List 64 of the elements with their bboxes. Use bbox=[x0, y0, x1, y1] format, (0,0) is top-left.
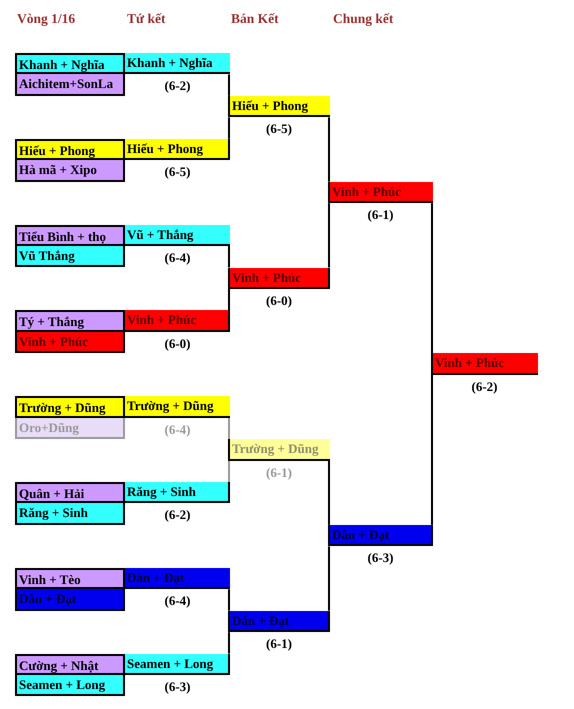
team-cell: Khanh + Nghĩa bbox=[125, 53, 230, 74]
team-cell: Hiếu + Phong bbox=[125, 138, 230, 160]
team-cell: Hiếu + Phong bbox=[15, 138, 125, 160]
team-cell: Cường + Nhật bbox=[15, 654, 125, 676]
team-cell: Vinh + Tèo bbox=[15, 568, 125, 590]
bracket-line bbox=[228, 288, 230, 310]
match-score: (6-4) bbox=[164, 592, 192, 610]
column-header: Bán Kết bbox=[231, 11, 279, 27]
team-cell: Dân + Đạt bbox=[328, 524, 433, 546]
match-score: (6-5) bbox=[164, 163, 192, 182]
match-score: (6-5) bbox=[265, 120, 293, 138]
match-score: (6-1) bbox=[265, 635, 293, 654]
bracket-line bbox=[431, 374, 433, 525]
column-header: Tứ kết bbox=[127, 11, 166, 27]
team-cell: Hà mã + Xipo bbox=[15, 160, 125, 182]
team-cell: Dân + Đạt bbox=[228, 610, 330, 632]
match-score: (6-3) bbox=[366, 549, 394, 568]
team-cell: Tý + Thắng bbox=[15, 310, 125, 332]
bracket-line bbox=[328, 546, 330, 611]
team-cell: Vinh + Phúc bbox=[328, 182, 433, 204]
team-cell: Trường + Dũng bbox=[228, 439, 330, 461]
team-cell: Vinh + Phúc bbox=[125, 310, 230, 332]
team-cell: Vũ + Thắng bbox=[125, 224, 230, 246]
bracket-line bbox=[228, 632, 230, 654]
team-cell: Khanh + Nghĩa bbox=[15, 53, 125, 74]
bracket-line bbox=[228, 460, 230, 482]
bracket-line bbox=[228, 117, 230, 139]
team-cell: Tiểu Bình + thọ bbox=[15, 224, 125, 246]
team-cell: Seamen + Long bbox=[125, 654, 230, 676]
match-score: (6-1) bbox=[366, 206, 394, 224]
bracket-line bbox=[228, 74, 230, 96]
team-cell: Dân + Đạt bbox=[125, 568, 230, 590]
team-cell: Quân + Hải bbox=[15, 482, 125, 504]
bracket-line bbox=[431, 203, 433, 354]
match-score: (6-2) bbox=[164, 77, 192, 96]
bracket-line bbox=[228, 418, 230, 440]
bracket-line bbox=[328, 460, 330, 525]
match-score: (6-3) bbox=[164, 678, 192, 696]
column-header: Chung kết bbox=[333, 11, 394, 27]
team-cell: Aichitem+SonLa bbox=[15, 74, 125, 96]
team-cell: Vũ Thắng bbox=[15, 246, 125, 268]
match-score: (6-0) bbox=[164, 334, 192, 353]
match-score: (6-2) bbox=[470, 378, 498, 396]
team-cell: Răng + Sinh bbox=[15, 503, 125, 525]
team-cell: Vinh + Phúc bbox=[15, 332, 125, 354]
bracket-line bbox=[328, 203, 330, 268]
match-score: (6-1) bbox=[265, 464, 293, 482]
match-score: (6-4) bbox=[164, 420, 192, 439]
match-score: (6-2) bbox=[164, 506, 192, 524]
bracket-line bbox=[228, 589, 230, 611]
team-cell: Dân + Đạt bbox=[15, 589, 125, 611]
team-cell: Seamen + Long bbox=[15, 675, 125, 696]
match-score: (6-4) bbox=[164, 249, 192, 268]
team-cell: Trường + Dũng bbox=[15, 396, 125, 418]
match-score: (6-0) bbox=[265, 292, 293, 310]
team-cell: Hiếu + Phong bbox=[228, 96, 330, 118]
team-cell: Oro+Dũng bbox=[15, 418, 125, 440]
column-header: Vòng 1/16 bbox=[17, 11, 76, 27]
team-cell: Trường + Dũng bbox=[125, 396, 230, 418]
team-cell: Vinh + Phúc bbox=[431, 353, 538, 375]
bracket-line bbox=[228, 246, 230, 268]
team-cell: Vinh + Phúc bbox=[228, 268, 330, 289]
team-cell: Răng + Sinh bbox=[125, 482, 230, 504]
bracket-line bbox=[328, 117, 330, 182]
